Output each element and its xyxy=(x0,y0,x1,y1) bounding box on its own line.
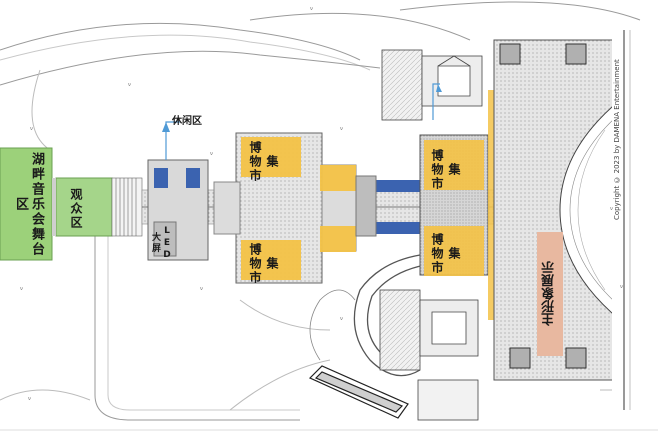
svg-text:ν: ν xyxy=(620,284,623,290)
svg-text:ν: ν xyxy=(340,126,343,132)
bench xyxy=(308,365,409,419)
svg-text:ν: ν xyxy=(20,286,23,292)
stage-area-label: 湖畔音乐会舞台区 xyxy=(13,151,44,257)
main-display-label: 主形象展示 xyxy=(542,261,557,327)
water-feature xyxy=(376,180,420,192)
svg-text:ν: ν xyxy=(210,151,213,157)
museum-market-label-1: 博物市集 xyxy=(248,141,279,183)
audience-area-label: 观众区 xyxy=(69,188,83,230)
svg-text:ν: ν xyxy=(200,286,203,292)
upper-buildings xyxy=(381,49,483,121)
museum-market-label-4: 博物市集 xyxy=(430,233,461,275)
svg-text:ν: ν xyxy=(28,396,31,402)
museum-market-label-2: 博物市集 xyxy=(248,243,279,285)
svg-text:ν: ν xyxy=(610,206,613,212)
led-screen-label: LED大屏 xyxy=(150,226,172,262)
stage-zone xyxy=(0,147,53,261)
display-zone xyxy=(537,232,563,356)
svg-text:ν: ν xyxy=(128,82,131,88)
tree-marker-icon: ν ν ν ν ν ν ν ν ν ν ν xyxy=(20,6,623,402)
svg-text:ν: ν xyxy=(310,6,313,12)
audience-zone xyxy=(55,177,113,237)
arrow-indicator-icon xyxy=(162,83,442,160)
svg-text:ν: ν xyxy=(30,126,33,132)
copyright-text: Copyright © 2023 by DAMENA Entertainment xyxy=(613,59,621,221)
lower-buildings xyxy=(379,289,479,421)
rest-area-label: 休闲区 xyxy=(172,116,202,127)
museum-market-label-3: 博物市集 xyxy=(430,149,461,191)
steps-left xyxy=(111,177,143,237)
svg-text:ν: ν xyxy=(340,316,343,322)
